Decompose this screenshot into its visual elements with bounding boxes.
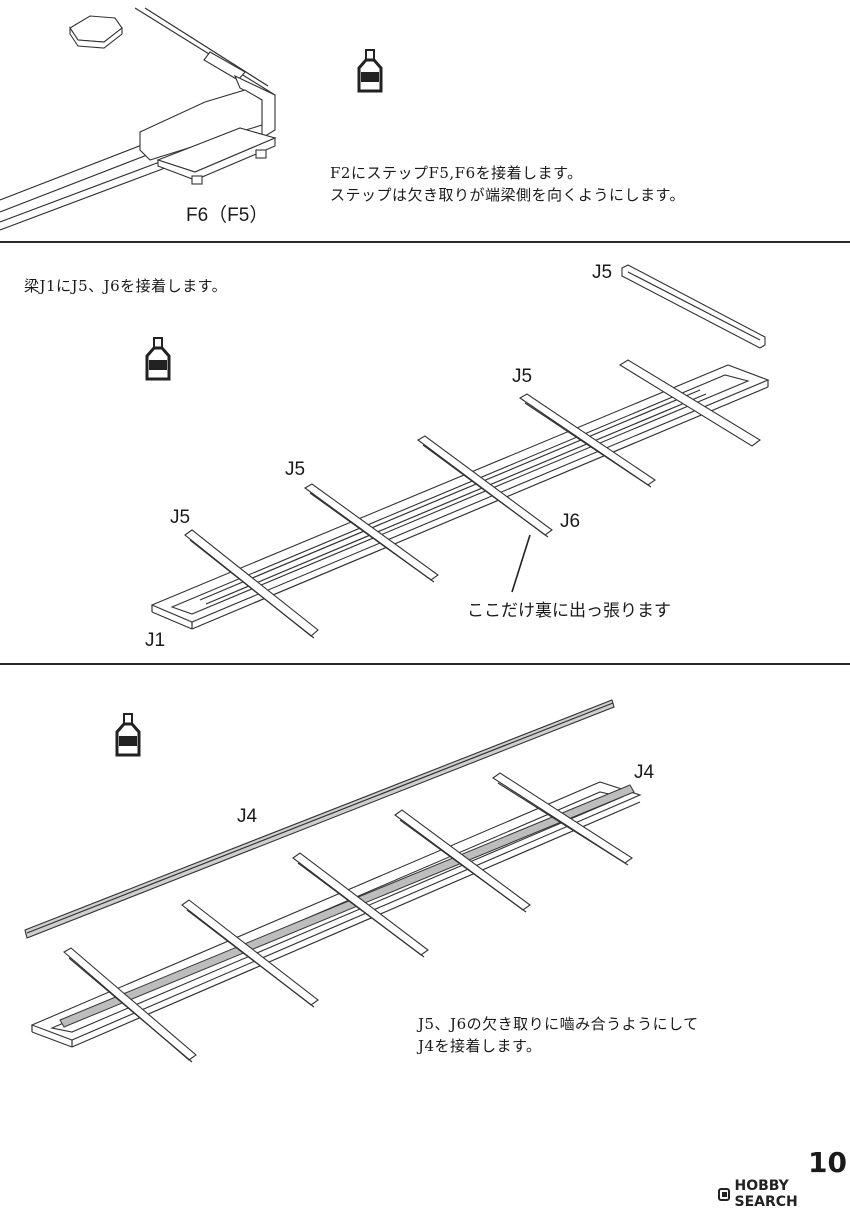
part-label-j5-loose: J5 [592, 262, 613, 283]
hobby-search-logo-icon [718, 1187, 731, 1201]
rail-instruction-line2: J4を接着します。 [418, 1037, 542, 1055]
part-label-j5-right: J5 [512, 366, 533, 387]
part-label-j4-frame: J4 [634, 762, 655, 783]
step-assembly-diagram [0, 7, 277, 231]
protrusion-note: ここだけ裏に出っ張ります [467, 601, 671, 621]
part-label-j5-middle: J5 [285, 459, 306, 480]
watermark-text: HOBBY SEARCH [734, 1178, 798, 1210]
page-number: 10 [808, 1146, 847, 1179]
callout-leader-line [511, 534, 531, 593]
part-label-j1: J1 [145, 630, 166, 651]
rail-assembly-diagram [24, 699, 642, 1063]
beam-instruction: 梁J1にJ5、J6を接着します。 [24, 277, 228, 295]
rail-instruction: J5、J6の欠き取りに嚙み合うようにして J4を接着します。 [418, 1013, 699, 1057]
beam-assembly-diagram [150, 264, 770, 639]
step-instruction: F2にステップF5,F6を接着します。 ステップは欠き取りが端梁側を向くようにし… [330, 162, 685, 206]
part-label-j4-rail: J4 [237, 806, 258, 827]
part-label-j6: J6 [560, 511, 581, 532]
section-divider [0, 663, 850, 665]
watermark: HOBBY SEARCH [718, 1178, 850, 1210]
section-divider [0, 241, 850, 243]
step-instruction-line2: ステップは欠き取りが端梁側を向くようにします。 [330, 186, 686, 204]
glue-bottle-icon [143, 336, 173, 386]
part-label-j5-left: J5 [170, 507, 191, 528]
glue-bottle-icon [113, 712, 143, 762]
step-instruction-line1: F2にステップF5,F6を接着します。 [330, 164, 583, 182]
glue-bottle-icon [355, 48, 385, 98]
rail-instruction-line1: J5、J6の欠き取りに嚙み合うようにして [418, 1015, 699, 1033]
part-label-f6: F6（F5） [186, 205, 269, 226]
